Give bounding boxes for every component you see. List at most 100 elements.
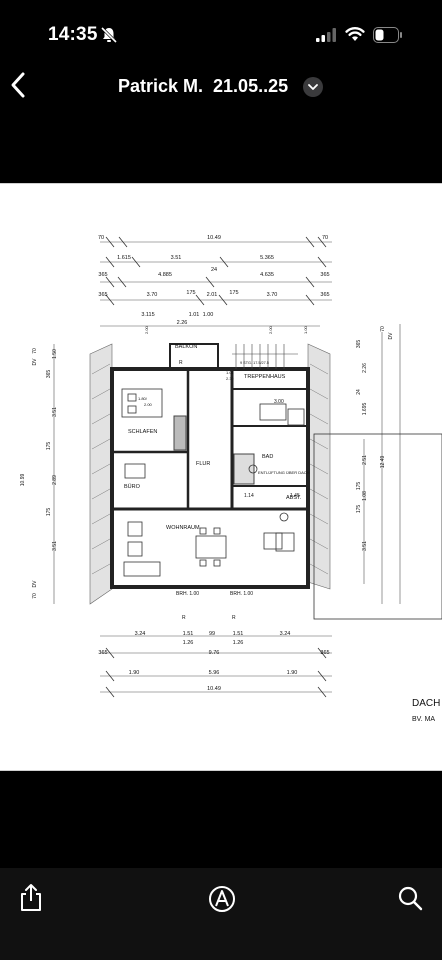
dim-text: 2.26 [177,320,188,326]
dim-text: 9.76 [209,650,220,656]
dim-text: 1.695 [362,403,368,416]
dim-text: 1.00 [203,312,214,318]
room-schlafen-label: SCHLAFEN [128,429,157,435]
dim-text: 1.14 [244,493,254,499]
ventilation-note: ENTLÜFTUNG ÜBER DACH [258,470,310,475]
bell-slash-icon [100,26,118,44]
roof-hatching [89,343,331,605]
share-icon[interactable] [16,882,46,914]
dim-text: 365 [320,650,329,656]
r-label: R [179,360,183,366]
dim-text: 1.26 [183,640,194,646]
staircase [232,344,298,369]
left-dimensions: 70 DV 365 1.50 3.51 175 2.89 10.99 175 3… [20,348,58,599]
sill-height-label: BRH. 1.00 [230,591,253,597]
dim-text: 1.80/ [138,396,148,401]
furniture [121,388,305,577]
chevron-down-icon [308,84,318,90]
dim-text: 365 [98,650,107,656]
dimension-ticks [105,236,327,698]
dim-text: 365 [320,292,329,298]
r-label: R [182,615,186,621]
dim-text: 2.51 [362,455,368,465]
dim-text: 70 [322,235,328,241]
dim-text: 5.365 [260,255,274,261]
dim-text: 1.26 [233,640,244,646]
cellular-signal-icon [316,28,336,42]
dim-text: 2.01 [207,292,218,298]
room-wohnraum-label: WOHNRAUM [166,525,200,531]
room-bad-label: BAD [262,454,273,460]
dim-text: 3.51 [171,255,182,261]
floor-plan-drawing: BALKON TREPPENHAUS SCHLAFEN BÜRO FLUR BA… [20,235,442,723]
dim-text: 1.50 [52,349,58,359]
dim-text: 1.45 [290,493,300,499]
room-balkon-label: BALKON [175,344,197,350]
dim-text: 1.615 [117,255,131,261]
dim-text: 3.24 [135,631,146,637]
dim-text: 175 [46,442,52,451]
adjacent-building-outline [313,433,442,620]
dimension-lines [53,241,401,693]
dim-text: 365 [320,272,329,278]
dim-text: DV [32,358,38,366]
dim-text: 2.00 [144,325,149,334]
sheet-title: DACH [412,698,440,709]
dim-text: 365 [98,272,107,278]
dim-text: 3.51 [52,407,58,417]
dim-text: 1.90 [287,670,298,676]
sheet-subtitle: BV. MA [412,716,435,723]
wifi-icon [345,27,365,41]
page-title[interactable]: Patrick M. 21.05..25 [118,76,289,96]
status-time: 14:35 [48,24,98,45]
room-buero-label: BÜRO [124,483,141,490]
dim-text: 1.01 [189,312,200,318]
document-view[interactable]: BALKON TREPPENHAUS SCHLAFEN BÜRO FLUR BA… [0,183,442,771]
dim-text: 175 [46,508,52,517]
bottom-toolbar [0,868,442,960]
dim-text: 3.70 [267,292,278,298]
room-abst-label: ABST. [286,495,302,501]
dim-text: 10.49 [207,235,221,241]
room-treppenhaus-label: TREPPENHAUS [244,374,286,380]
stairs-label: 9 STG. 17.5/27.5 [240,361,269,365]
dim-text: 2.30 [226,376,235,381]
dim-text: 1.51 [233,631,244,637]
dim-text: 70 [32,593,38,599]
dim-text: 4.635 [260,272,274,278]
search-icon[interactable] [396,884,426,916]
dim-text: 1.08 [362,491,368,501]
dim-text: 24 [211,267,217,273]
battery-icon [373,27,402,43]
dim-text: 365 [98,292,107,298]
top-dimensions: 70 10.49 70 1.615 3.51 5.365 365 4.885 2… [98,235,330,326]
dim-text: 70 [32,348,38,354]
dim-text: 2.89 [52,475,58,485]
title-menu-button[interactable] [303,77,323,97]
dim-text: 10.49 [207,686,221,692]
markup-icon[interactable] [207,884,237,916]
bottom-dimensions: 3.24 1.51 99 1.51 3.24 1.26 1.26 365 9.7… [98,631,329,692]
chevron-left-icon[interactable] [8,70,28,100]
misc-annotations: R R R BRH. 1.00 BRH. 1.00 3.00 1.45 1.14… [138,325,440,723]
dim-text: DV [32,580,38,588]
dim-text: 70 [98,235,104,241]
dim-text: 70 [380,326,386,332]
dim-text: 2.00 [144,402,153,407]
dim-text: 3.24 [280,631,291,637]
dim-text: 175 [356,482,362,491]
dim-text: 1.00 [303,325,308,334]
room-flur-label: FLUR [196,461,210,467]
dim-text: 175 [186,290,195,296]
dim-text: 5.96 [209,670,220,676]
dim-text: 1.01 [226,370,235,375]
dim-text: 3.51 [52,541,58,551]
dim-text: 2.26 [362,363,368,373]
dim-text: 365 [356,340,362,349]
sill-height-label: BRH. 1.00 [176,591,199,597]
right-dimensions: 70 DV 365 2.26 24 1.695 2.51 12.49 175 1… [356,326,394,551]
room-labels: BALKON TREPPENHAUS SCHLAFEN BÜRO FLUR BA… [124,344,310,531]
dim-text: 175 [229,290,238,296]
walls [110,343,310,589]
dim-text: DV [388,332,394,340]
